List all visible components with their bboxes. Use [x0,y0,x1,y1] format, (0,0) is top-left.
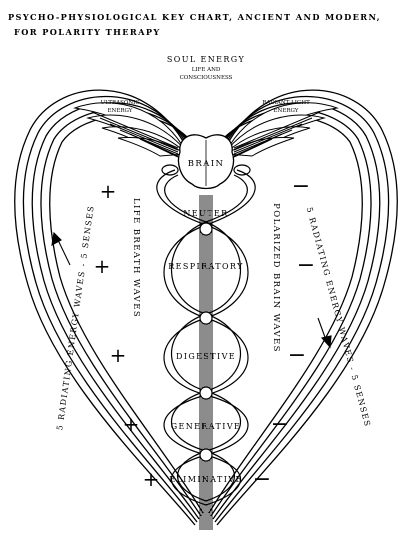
life-breath-waves-label: LIFE BREATH WAVES [131,198,141,318]
serpent-head-left [161,164,179,176]
brain-label: BRAIN [188,159,225,169]
digestive-node [199,386,213,400]
center-nodes [199,222,213,462]
left-arrow-line [57,239,71,266]
eliminative-label: ELIMINATIVE [169,475,243,484]
digestive-label: DIGESTIVE [176,352,236,361]
left-arrow-head [51,231,62,247]
polarity-signs: + + + + + − − − − − [94,174,316,492]
right-arrow-head [320,335,332,349]
plus-sign-5: + [143,467,160,491]
generative-node [199,448,213,462]
left-wing [73,102,187,158]
minus-sign-2: − [297,253,315,278]
right-radiating-waves-label: 5 RADIATING ENERGY WAVES - 5 SENSES [305,206,373,428]
plus-sign-1: + [100,179,117,203]
right-wing [225,102,339,158]
plus-sign-3: + [110,343,127,367]
minus-sign-5: − [253,467,271,492]
minus-sign-4: − [271,412,289,437]
generative-label: GENERATIVE [171,422,242,431]
minus-sign-1: − [292,174,310,199]
ultrasonic-energy-label-2: ENERGY [108,108,133,114]
chart-title-line-2: FOR POLARITY THERAPY [14,27,161,37]
radiant-light-energy-label: RADIANT LIGHT [262,100,310,106]
central-staff [199,195,213,530]
respiratory-label: RESPIRATORY [168,262,244,271]
neuter-label: NEUTER [183,209,228,218]
polarized-brain-waves-label: POLARIZED BRAIN WAVES [271,203,281,353]
energy-wave-1 [14,89,398,526]
neuter-node [199,222,213,236]
serpent-head-right [233,164,251,176]
minus-sign-3: − [288,343,306,368]
flow-arrows [51,231,332,349]
plus-sign-2: + [94,254,111,278]
ultrasonic-energy-label: ULTRASONIC [100,100,139,106]
right-arrow-line [317,317,327,341]
respiratory-node [199,311,213,325]
energy-wave-2 [22,95,390,523]
chart-title-line-1: PSYCHO-PHYSIOLOGICAL KEY CHART, ANCIENT … [8,12,381,22]
life-and-label: LIFE AND [192,67,221,73]
plus-sign-4: + [123,412,140,436]
soul-energy-label: SOUL ENERGY [167,55,245,64]
consciousness-label: CONSCIOUSNESS [180,75,233,81]
left-radiating-waves-label: 5 RADIATING ENERGY WAVES - 5 SENSES [55,204,96,430]
radiant-light-energy-label-2: ENERGY [274,108,299,114]
